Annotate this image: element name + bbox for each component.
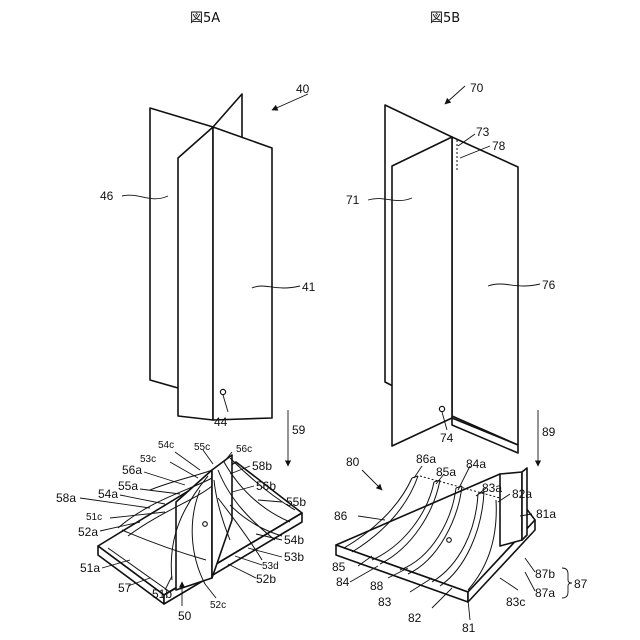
figure-5b-title: 図5B [430,11,460,26]
label-81a: 81a [536,507,556,521]
plate-front-left-b [392,137,452,446]
label-59: 59 [292,423,306,437]
label-52c: 52c [210,600,226,611]
label-53d: 53d [262,561,279,572]
label-41: 41 [302,280,316,294]
plate-back-right-b [452,137,518,445]
label-85a: 85a [436,465,456,479]
label-83: 83 [378,595,392,609]
label-51c: 51c [86,512,102,523]
label-85: 85 [332,560,346,574]
label-51b: 51b [152,587,172,601]
label-56a: 56a [122,463,142,477]
label-87: 87 [574,577,588,591]
label-56c: 56c [236,444,252,455]
label-52b: 52b [256,572,276,586]
label-89: 89 [542,425,556,439]
figure-5a: 図5A [56,11,316,623]
label-58b: 58b [252,459,272,473]
label-82a: 82a [512,487,532,501]
label-50: 50 [178,609,192,623]
label-54c: 54c [158,440,174,451]
label-53c: 53c [140,454,156,465]
label-86a: 86a [416,452,436,466]
label-46: 46 [100,189,114,203]
label-84: 84 [336,575,350,589]
label-82: 82 [408,611,422,625]
label-52a: 52a [78,525,98,539]
figure-5b: 図5B [332,11,588,635]
label-88: 88 [370,579,384,593]
label-87a: 87a [535,586,555,600]
label-86: 86 [334,509,348,523]
label-55b: 55b [286,495,306,509]
label-44: 44 [214,415,228,429]
label-80: 80 [346,455,360,469]
label-84a: 84a [466,457,486,471]
plate-front-left [178,127,213,420]
hole-44 [220,389,225,394]
label-40: 40 [296,82,310,96]
plate-front-right [213,127,272,420]
label-73: 73 [476,125,490,139]
figure-5a-title: 図5A [190,11,220,26]
label-55a: 55a [118,479,138,493]
label-71: 71 [346,193,360,207]
side-wall-87-edge [522,468,527,540]
label-57: 57 [118,581,132,595]
label-58a: 58a [56,491,76,505]
label-81: 81 [462,621,476,635]
center-wall-left [176,470,212,590]
label-51a: 51a [80,561,100,575]
cross-member-70 [385,105,518,453]
label-78: 78 [492,139,506,153]
label-54a: 54a [98,487,118,501]
label-55c: 55c [194,442,210,453]
label-74: 74 [440,431,454,445]
hole-74 [439,406,444,411]
side-wall-87 [500,472,522,546]
label-56b: 56b [256,479,276,493]
label-76: 76 [542,278,556,292]
label-83a: 83a [482,481,502,495]
label-54b: 54b [284,533,304,547]
cross-member-40 [150,94,272,420]
label-87b: 87b [535,567,555,581]
label-83c: 83c [506,595,525,609]
label-53b: 53b [284,550,304,564]
label-70: 70 [470,81,484,95]
